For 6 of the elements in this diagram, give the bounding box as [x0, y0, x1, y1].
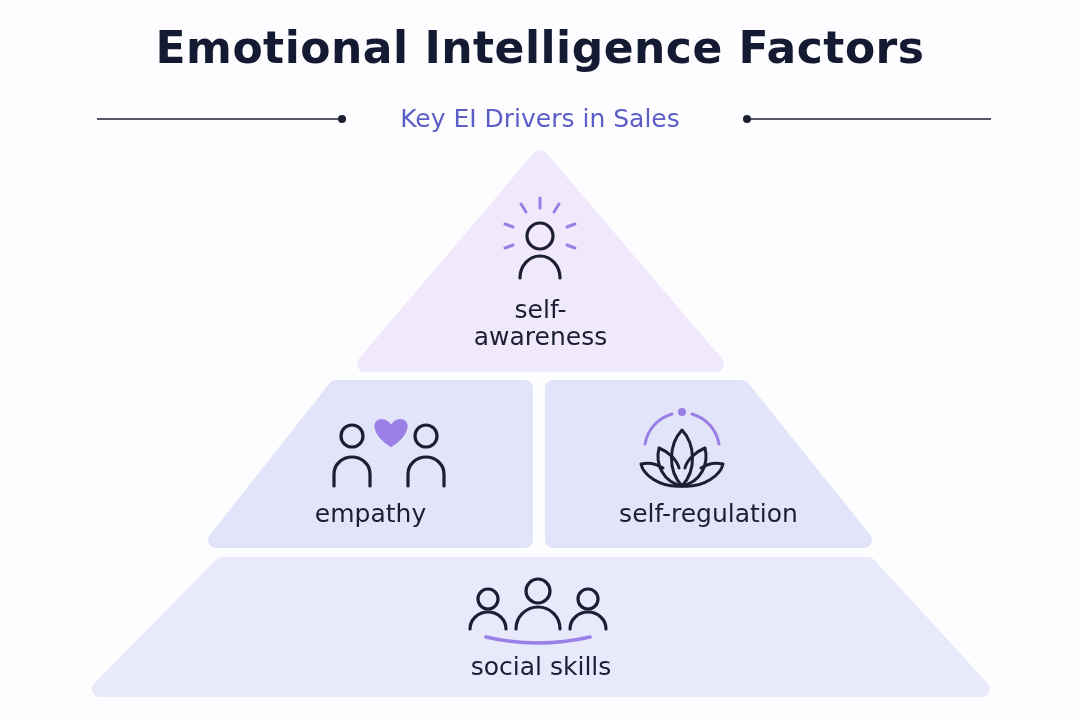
- diagram-title: Emotional Intelligence Factors: [154, 22, 926, 73]
- subtitle: Key EI Drivers in Sales: [400, 104, 680, 133]
- node-label: empathy: [314, 500, 427, 527]
- node-label: self-awareness: [472, 296, 609, 350]
- node-label: self-regulation: [619, 500, 798, 527]
- node-label: social skills: [470, 653, 612, 680]
